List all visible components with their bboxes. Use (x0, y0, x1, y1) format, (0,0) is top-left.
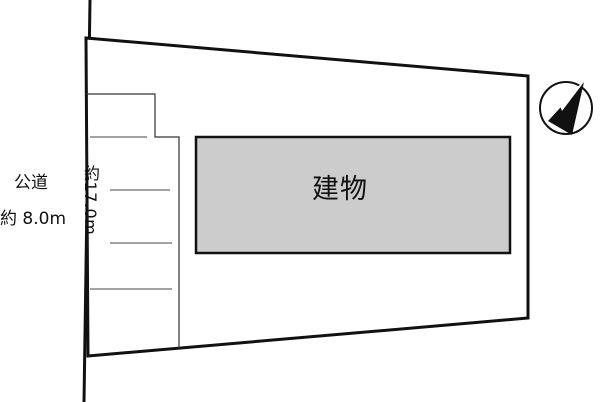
parking-outline (86, 93, 180, 348)
lot-depth-label: 約17.0m (81, 165, 100, 236)
building-footprint (194, 135, 512, 255)
north-arrow-icon (539, 81, 593, 135)
road-width-label: 約 8.0m (0, 209, 66, 229)
road-name-label: 公道 (14, 173, 48, 193)
building-label: 建物 (312, 174, 368, 205)
